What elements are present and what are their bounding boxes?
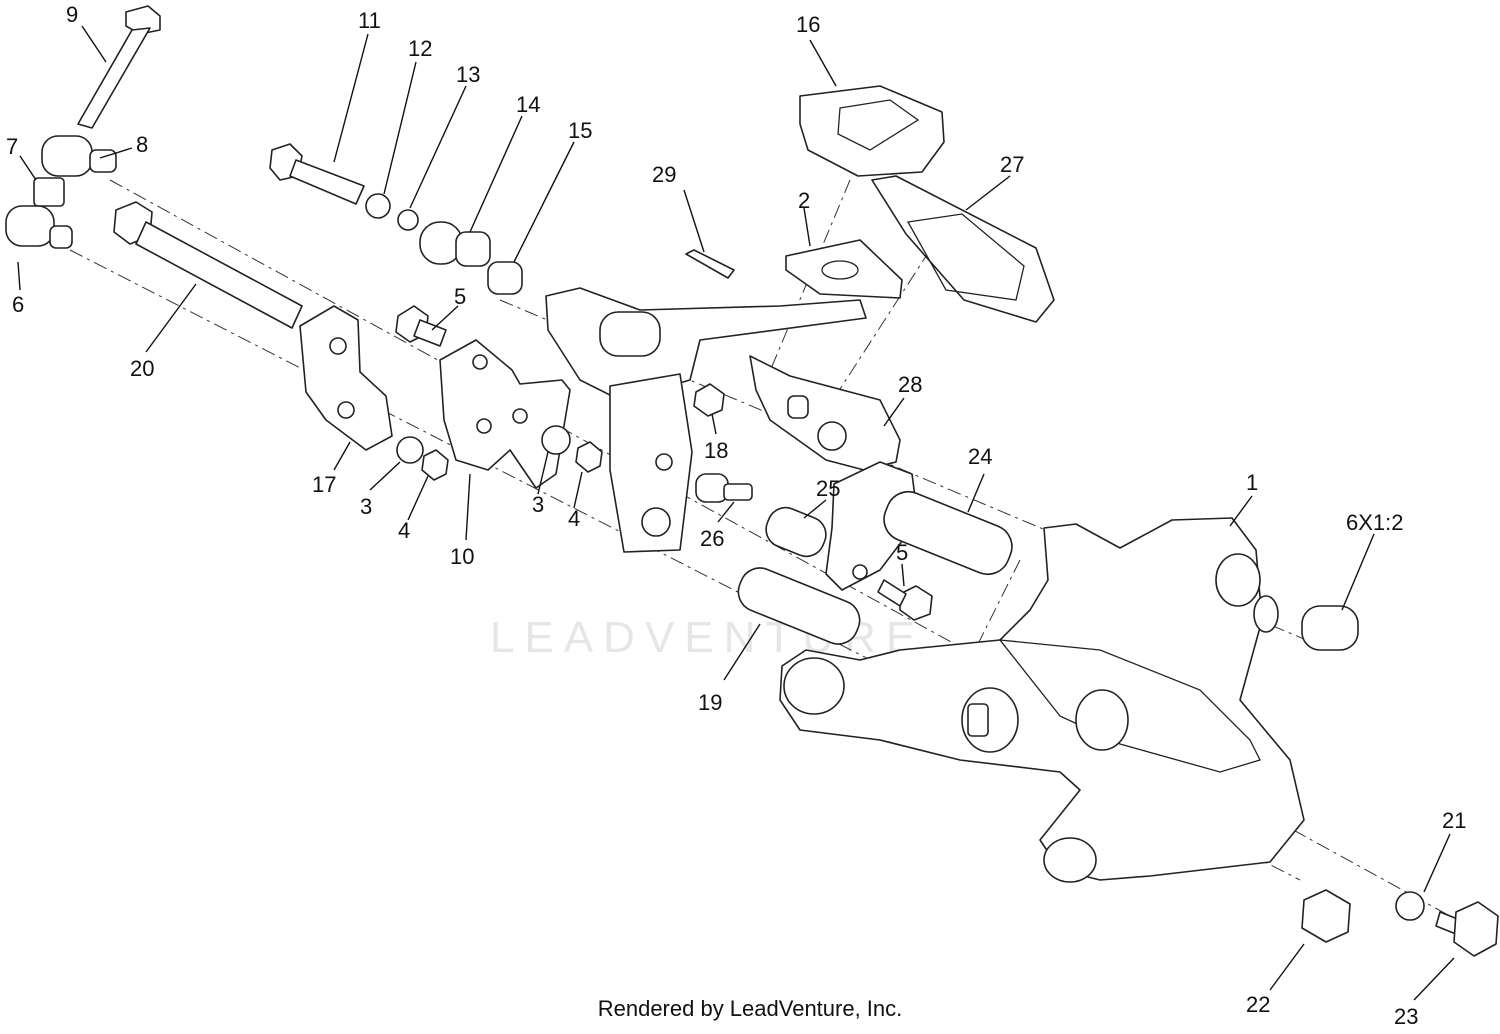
footer-credit: Rendered by LeadVenture, Inc. [597, 996, 903, 1021]
part-10-bracket [439, 339, 571, 489]
part-3-washer-right [541, 425, 571, 455]
callout-16: 16 [796, 12, 820, 37]
callout-13: 13 [456, 62, 480, 87]
part-18-nut [693, 383, 725, 417]
callout-2: 2 [798, 188, 810, 213]
part-6x1-bushing [1301, 605, 1359, 651]
callout-19: 19 [698, 690, 722, 715]
part-5-bolt-lower [877, 579, 933, 621]
part-26-fitting [695, 473, 753, 503]
callout-22: 22 [1246, 992, 1270, 1017]
callout-12: 12 [408, 36, 432, 61]
callout-26: 26 [700, 526, 724, 551]
part-19-tube [737, 567, 861, 645]
callout-15: 15 [568, 118, 592, 143]
part-22-flange-nut [1301, 889, 1351, 943]
part-7-spacer [33, 177, 65, 207]
part-4-nut-right [575, 441, 603, 473]
part-11-bolt [269, 143, 365, 205]
callout-7: 7 [6, 134, 18, 159]
callout-25: 25 [816, 476, 840, 501]
part-5-bolt-upper [395, 305, 447, 347]
part-13-washer [397, 209, 419, 231]
part-1-frame [779, 517, 1305, 883]
callout-28: 28 [898, 372, 922, 397]
callout-4-right: 4 [568, 506, 580, 531]
callout-24: 24 [968, 444, 992, 469]
part-4-nut-left [421, 449, 449, 481]
part-17-bracket [299, 305, 393, 451]
callout-23: 23 [1394, 1004, 1418, 1029]
part-28-lever [749, 355, 901, 471]
part-14-bushing [419, 221, 491, 267]
part-24-link [825, 461, 1013, 591]
part-16-pedal-pad [799, 85, 945, 177]
callout-17: 17 [312, 472, 336, 497]
part-6-rod-end [5, 205, 73, 249]
part-3-washer-left [396, 436, 424, 464]
part-29-pin [685, 249, 735, 279]
callout-4-left: 4 [398, 518, 410, 543]
callout-18: 18 [704, 438, 728, 463]
part-2-plate [785, 239, 903, 299]
callout-11: 11 [358, 8, 381, 33]
callout-8: 8 [136, 132, 148, 157]
callout-27: 27 [1000, 152, 1024, 177]
callout-5-lower: 5 [896, 540, 908, 565]
callout-20: 20 [130, 356, 154, 381]
part-9-bolt [77, 5, 161, 129]
callout-labels: 9 7 8 6 20 11 12 13 14 15 16 27 29 2 5 1… [6, 2, 1466, 1029]
callout-9: 9 [66, 2, 78, 27]
pedal-arm [545, 287, 867, 553]
part-25-spacer [765, 506, 827, 558]
callout-1: 1 [1246, 470, 1258, 495]
callout-leaders [17, 25, 1455, 1001]
part-21-washer [1395, 891, 1425, 921]
callout-6x1-2: 6X1:2 [1346, 510, 1404, 535]
part-15-sleeve [487, 261, 523, 295]
part-20-long-bolt [113, 201, 303, 329]
callout-5-upper: 5 [454, 284, 466, 309]
callout-6: 6 [12, 292, 24, 317]
callout-3-right: 3 [532, 492, 544, 517]
callout-3-left: 3 [360, 494, 372, 519]
part-23-bolt [1435, 901, 1499, 957]
callout-21: 21 [1442, 808, 1466, 833]
callout-10: 10 [450, 544, 474, 569]
callout-29: 29 [652, 162, 676, 187]
callout-14: 14 [516, 92, 540, 117]
part-12-washer [365, 193, 391, 219]
part-27-pedal-cover [871, 175, 1055, 323]
